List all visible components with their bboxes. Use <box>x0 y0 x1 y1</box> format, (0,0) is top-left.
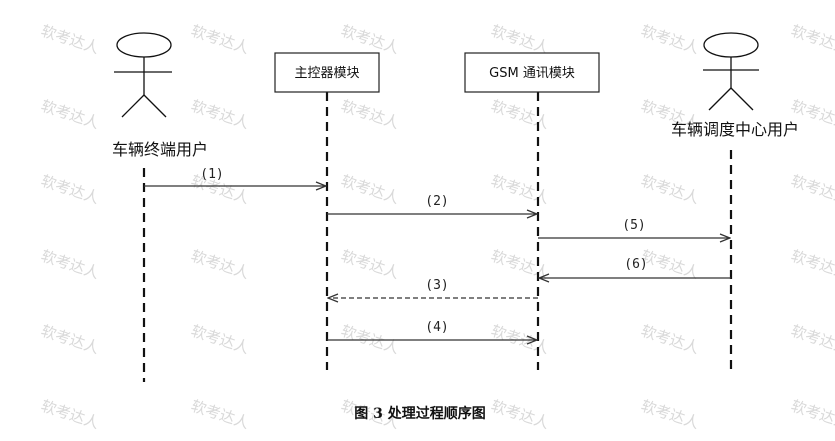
watermark-text: 软考达人 <box>39 22 102 58</box>
message-label: (3) <box>425 278 448 293</box>
watermark-text: 软考达人 <box>189 97 252 133</box>
message-5: (5) <box>538 218 730 238</box>
watermark-text: 软考达人 <box>489 97 552 133</box>
watermark-text: 软考达人 <box>189 397 252 433</box>
watermark-text: 软考达人 <box>789 172 835 208</box>
watermark-text: 软考达人 <box>489 247 552 283</box>
actor-label-dispatch-user: 车辆调度中心用户 <box>671 120 799 139</box>
watermark-text: 软考达人 <box>789 247 835 283</box>
actor-label-vehicle-user: 车辆终端用户 <box>112 140 208 159</box>
watermark-text: 软考达人 <box>789 397 835 433</box>
message-label: (2) <box>425 194 448 209</box>
watermark-text: 软考达人 <box>789 322 835 358</box>
watermark-text: 软考达人 <box>39 247 102 283</box>
message-label: (4) <box>425 320 448 335</box>
actor-head <box>116 32 172 58</box>
watermark-text: 软考达人 <box>639 247 702 283</box>
watermark-text: 软考达人 <box>339 22 402 58</box>
watermark-text: 软考达人 <box>189 322 252 358</box>
watermark-text: 软考达人 <box>189 247 252 283</box>
watermark-text: 软考达人 <box>39 322 102 358</box>
watermark-text: 软考达人 <box>639 397 702 433</box>
watermark-layer: 软考达人软考达人软考达人软考达人软考达人软考达人软考达人软考达人软考达人软考达人… <box>39 22 835 433</box>
module-main-controller: 主控器模块 <box>274 52 380 93</box>
message-1: (1) <box>144 167 326 186</box>
message-label: (5) <box>622 218 645 233</box>
figure-caption: 图 3 处理过程顺序图 <box>354 405 486 422</box>
module-gsm: GSM 通讯模块 <box>464 52 600 93</box>
actor-vehicle-user: 车辆终端用户 <box>112 32 208 159</box>
watermark-text: 软考达人 <box>39 172 102 208</box>
watermark-text: 软考达人 <box>339 247 402 283</box>
message-2: (2) <box>327 194 537 214</box>
watermark-text: 软考达人 <box>339 97 402 133</box>
watermark-text: 软考达人 <box>39 397 102 433</box>
module-label-main-controller: 主控器模块 <box>294 66 359 81</box>
message-label: (6) <box>624 257 647 272</box>
watermark-text: 软考达人 <box>639 22 702 58</box>
actor-dispatch-user: 车辆调度中心用户 <box>671 32 799 139</box>
watermark-text: 软考达人 <box>639 172 702 208</box>
watermark-text: 软考达人 <box>189 22 252 58</box>
watermark-text: 软考达人 <box>339 172 402 208</box>
module-label-gsm: GSM 通讯模块 <box>489 66 575 81</box>
watermark-text: 软考达人 <box>489 397 552 433</box>
actor-head <box>703 32 759 58</box>
watermark-text: 软考达人 <box>639 322 702 358</box>
watermark-text: 软考达人 <box>39 97 102 133</box>
watermark-text: 软考达人 <box>489 22 552 58</box>
watermark-text: 软考达人 <box>489 172 552 208</box>
message-4: (4) <box>327 320 537 340</box>
message-6: (6) <box>539 257 731 278</box>
watermark-text: 软考达人 <box>789 22 835 58</box>
message-label: (1) <box>200 167 223 182</box>
message-3: (3) <box>328 278 538 298</box>
